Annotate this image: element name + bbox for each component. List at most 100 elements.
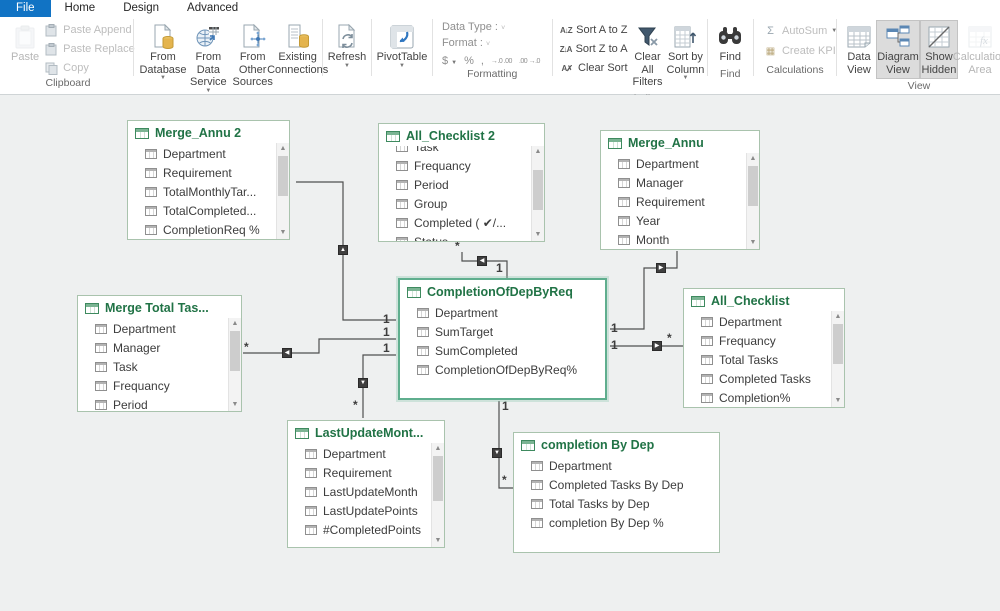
sort-a-to-z-button[interactable]: A↓Z Sort A to Z: [558, 22, 630, 38]
field-row[interactable]: Manager: [601, 173, 746, 192]
field-row[interactable]: SumTarget: [400, 322, 605, 341]
show-hidden-button[interactable]: Show Hidden: [919, 20, 958, 80]
field-row[interactable]: Completion%: [684, 388, 831, 407]
field-row[interactable]: Department: [684, 312, 831, 331]
field-row[interactable]: TotalMonthlyTar...: [128, 182, 276, 201]
scrollbar-thumb[interactable]: [230, 331, 240, 371]
field-row[interactable]: Completed Tasks: [684, 369, 831, 388]
scroll-up-icon[interactable]: ▲: [231, 320, 239, 327]
relationship-arrow-node[interactable]: ◀: [282, 348, 292, 358]
scroll-down-icon[interactable]: ▼: [534, 231, 542, 238]
relationship-line[interactable]: [498, 401, 513, 489]
field-row[interactable]: Requirement: [288, 463, 431, 482]
clear-all-filters-button[interactable]: Clear All Filters: [630, 20, 666, 92]
copy-button[interactable]: Copy: [42, 60, 137, 76]
field-row[interactable]: Status: [379, 232, 531, 241]
table-completion-of-dep-by-req[interactable]: CompletionOfDepByReq Department SumTarge…: [398, 278, 607, 400]
tab-advanced[interactable]: Advanced: [187, 2, 239, 14]
scrollbar-thumb[interactable]: [433, 456, 443, 501]
table-merge-annu[interactable]: Merge_Annu Department Manager Requiremen…: [600, 130, 760, 250]
thousands-separator-button[interactable]: ,: [480, 55, 484, 67]
from-other-sources-button[interactable]: From Other Sources: [230, 20, 276, 92]
paste-button[interactable]: Paste: [8, 20, 42, 67]
field-row[interactable]: Manager: [78, 338, 228, 357]
field-row[interactable]: LastUpdatePoints: [288, 501, 431, 520]
field-row[interactable]: CompletionReq %: [128, 220, 276, 239]
scrollbar-thumb[interactable]: [278, 156, 288, 196]
scroll-down-icon[interactable]: ▼: [434, 537, 442, 544]
find-button[interactable]: Find: [713, 20, 747, 67]
diagram-canvas[interactable]: ▲ ◀ ▼ ◀ ▶ ▶ ▼ * 1 * 1 * 1 * 1 * 1 * 1 * …: [0, 95, 1000, 611]
paste-replace-button[interactable]: Paste Replace: [42, 41, 137, 57]
scroll-up-icon[interactable]: ▲: [534, 148, 542, 155]
diagram-view-button[interactable]: Diagram View: [875, 20, 920, 80]
scrollbar[interactable]: ▲▼: [746, 153, 759, 249]
field-row[interactable]: Year: [601, 211, 746, 230]
format-dropdown[interactable]: Format : ˅: [442, 36, 490, 52]
field-row[interactable]: Total Tasks: [684, 350, 831, 369]
scroll-up-icon[interactable]: ▲: [279, 145, 287, 152]
from-data-service-button[interactable]: From Data Service ▼: [187, 20, 230, 97]
field-row[interactable]: Period: [379, 175, 531, 194]
relationship-arrow-node[interactable]: ▼: [492, 448, 502, 458]
scroll-down-icon[interactable]: ▼: [279, 229, 287, 236]
pivottable-button[interactable]: PivotTable ▼: [374, 20, 431, 72]
scroll-up-icon[interactable]: ▲: [434, 445, 442, 452]
relationship-line[interactable]: [243, 338, 396, 354]
table-all-checklist-2[interactable]: All_Checklist 2 Task Frequancy Period Gr…: [378, 123, 545, 242]
field-row[interactable]: Month: [601, 230, 746, 249]
decrease-decimal-button[interactable]: .00 →.0: [518, 57, 541, 65]
percent-button[interactable]: %: [464, 55, 474, 67]
scroll-down-icon[interactable]: ▼: [834, 397, 842, 404]
existing-connections-button[interactable]: Existing Connections: [267, 20, 328, 79]
field-row[interactable]: Department: [78, 319, 228, 338]
table-merge-annu-2[interactable]: Merge_Annu 2 Department Requirement Tota…: [127, 120, 290, 240]
field-row[interactable]: Frequancy: [684, 331, 831, 350]
relationship-arrow-node[interactable]: ◀: [477, 256, 487, 266]
field-row[interactable]: Total Tasks by Dep: [514, 494, 719, 513]
scrollbar[interactable]: ▲▼: [531, 146, 544, 241]
field-row[interactable]: #CompletedPoints: [288, 520, 431, 539]
paste-append-button[interactable]: Paste Append: [42, 22, 137, 38]
table-completion-by-dep[interactable]: completion By Dep Department Completed T…: [513, 432, 720, 553]
table-all-checklist[interactable]: All_Checklist Department Frequancy Total…: [683, 288, 845, 408]
field-row[interactable]: Task: [379, 146, 531, 156]
tab-file[interactable]: File: [0, 0, 51, 17]
increase-decimal-button[interactable]: →.0 .00: [490, 57, 513, 65]
field-row[interactable]: Group: [379, 194, 531, 213]
scrollbar[interactable]: ▲▼: [228, 318, 241, 411]
scrollbar[interactable]: ▲▼: [276, 143, 289, 239]
field-row[interactable]: Requirement: [601, 192, 746, 211]
field-row[interactable]: completion By Dep %: [514, 513, 719, 532]
field-row[interactable]: SumCompleted: [400, 341, 605, 360]
field-row[interactable]: CompletionOfDepByReq%: [400, 360, 605, 379]
scroll-up-icon[interactable]: ▲: [749, 155, 757, 162]
scrollbar[interactable]: ▲▼: [831, 311, 844, 407]
create-kpi-button[interactable]: ▦ Create KPI: [761, 43, 838, 59]
currency-button[interactable]: $ ▼: [442, 55, 457, 67]
data-type-dropdown[interactable]: Data Type : ˅: [442, 20, 505, 36]
relationship-line[interactable]: [362, 354, 396, 418]
clear-sort-button[interactable]: A✗ Clear Sort: [558, 60, 630, 76]
refresh-button[interactable]: Refresh ▼: [325, 20, 370, 72]
from-database-button[interactable]: From Database ▼: [139, 20, 187, 84]
relationship-arrow-node[interactable]: ▲: [338, 245, 348, 255]
field-row[interactable]: Department: [288, 444, 431, 463]
table-last-update-month[interactable]: LastUpdateMont... Department Requirement…: [287, 420, 445, 548]
field-row[interactable]: Requirement: [128, 163, 276, 182]
calculation-area-button[interactable]: fx Calculation Area: [953, 20, 1000, 79]
field-row[interactable]: Frequancy: [379, 156, 531, 175]
sort-by-column-button[interactable]: Sort by Column ▼: [665, 20, 705, 84]
scrollbar-thumb[interactable]: [748, 166, 758, 206]
field-row[interactable]: TotalCompleted...: [128, 201, 276, 220]
data-view-button[interactable]: Data View: [842, 20, 876, 79]
field-row[interactable]: Task: [78, 357, 228, 376]
scroll-down-icon[interactable]: ▼: [749, 239, 757, 246]
scrollbar[interactable]: ▲▼: [431, 443, 444, 547]
scrollbar-thumb[interactable]: [833, 324, 843, 364]
field-row[interactable]: Department: [128, 144, 276, 163]
field-row[interactable]: Department: [400, 303, 605, 322]
scroll-down-icon[interactable]: ▼: [231, 401, 239, 408]
field-row[interactable]: LastUpdateMonth: [288, 482, 431, 501]
field-row[interactable]: Department: [601, 154, 746, 173]
